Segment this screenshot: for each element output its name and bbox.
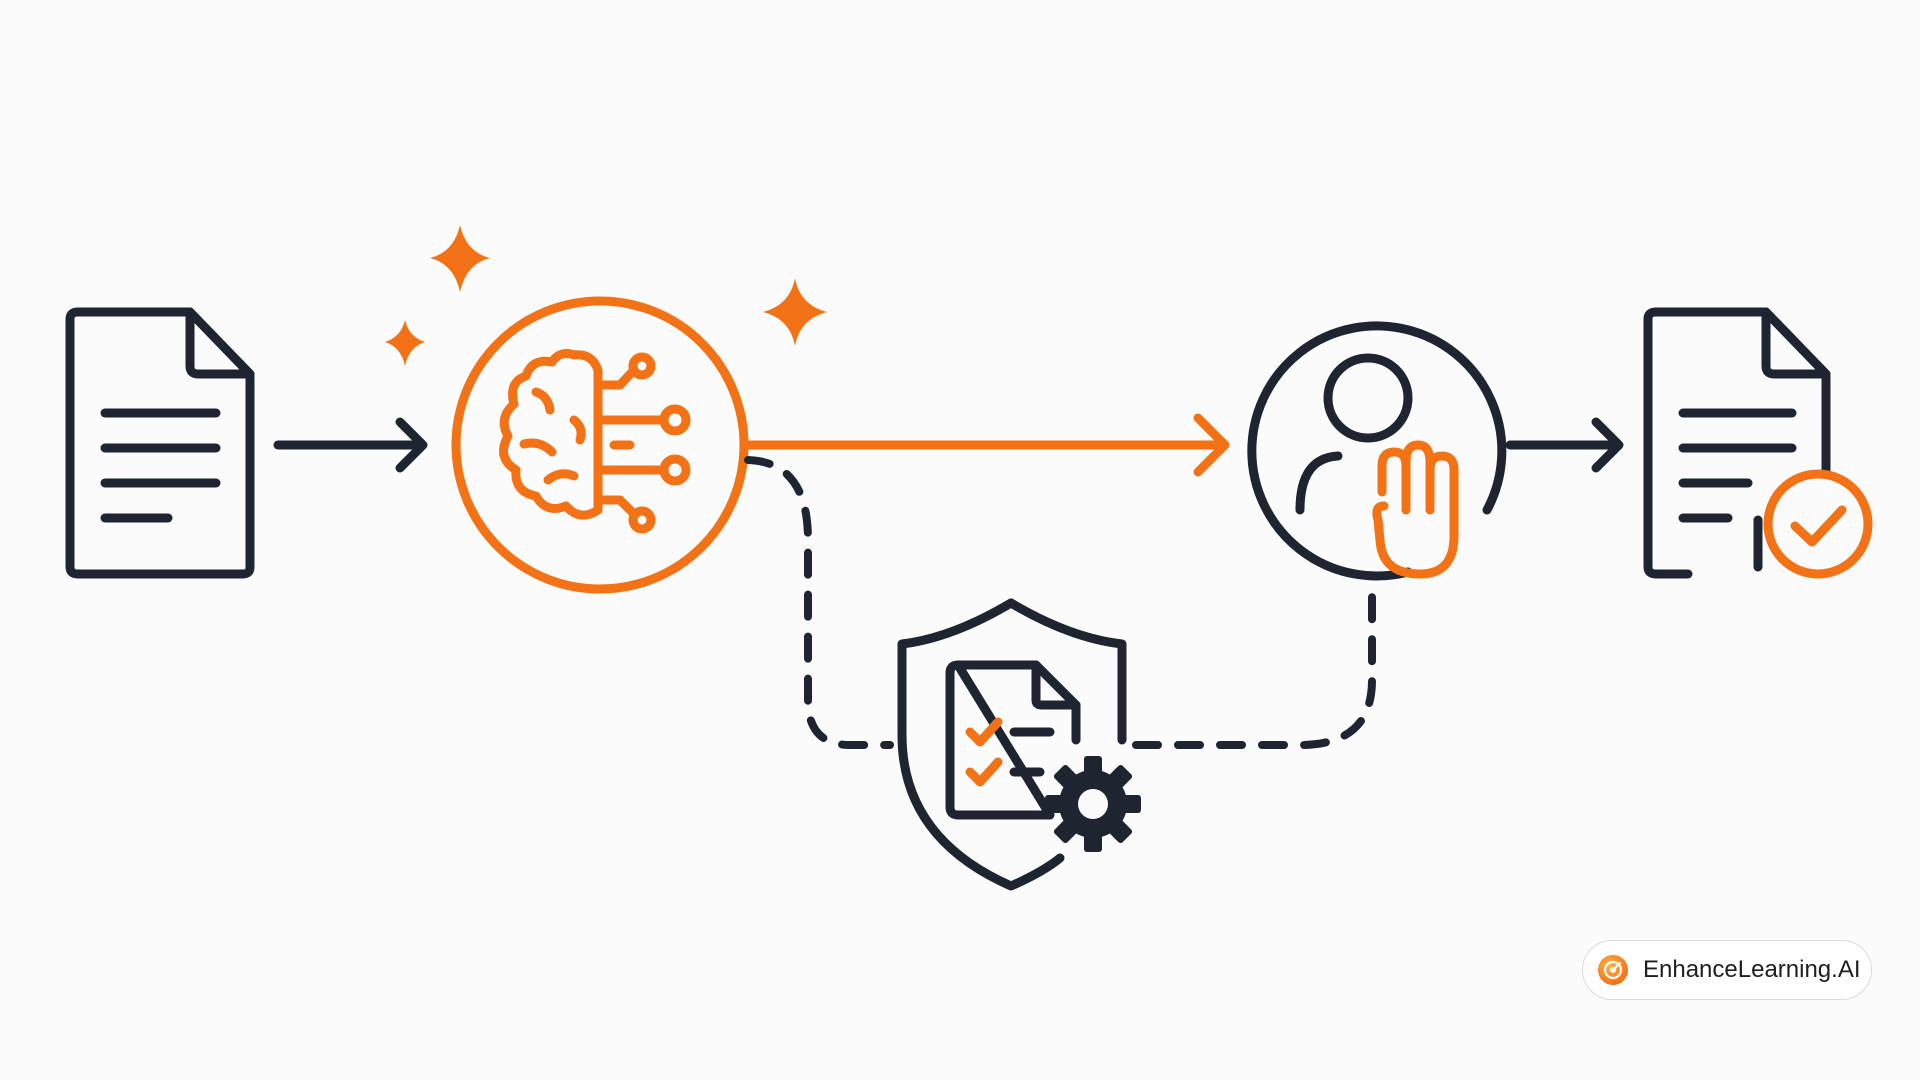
- ai-model-node: [451, 296, 749, 594]
- sparkle-icon: [430, 225, 490, 292]
- person-icon: [1295, 353, 1413, 515]
- arrow-to-output: [1505, 417, 1624, 473]
- brand-badge: EnhanceLearning.AI: [1582, 940, 1872, 1000]
- arrow-to-human: [743, 413, 1230, 477]
- brain-circuit-icon: [499, 349, 691, 534]
- policy-governance-node: [897, 598, 1141, 891]
- check-mark-icon: [965, 717, 1003, 787]
- gear-icon: [1045, 756, 1141, 852]
- brand-name: EnhanceLearning.AI: [1643, 956, 1861, 983]
- target-logo-icon: [1598, 955, 1628, 985]
- dashed-governance-loop: [744, 456, 1376, 749]
- checklist-document-icon: [945, 660, 1081, 820]
- human-review-node: [1247, 321, 1507, 581]
- sparkle-icon: [385, 320, 425, 366]
- shield-icon: [897, 598, 1127, 891]
- sparkle-icons: [385, 225, 827, 366]
- arrow-to-ai: [273, 417, 428, 473]
- stop-hand-icon: [1372, 440, 1459, 579]
- sparkle-icon: [763, 278, 827, 346]
- document-icon: [65, 307, 255, 579]
- document-check-icon: [1643, 307, 1873, 579]
